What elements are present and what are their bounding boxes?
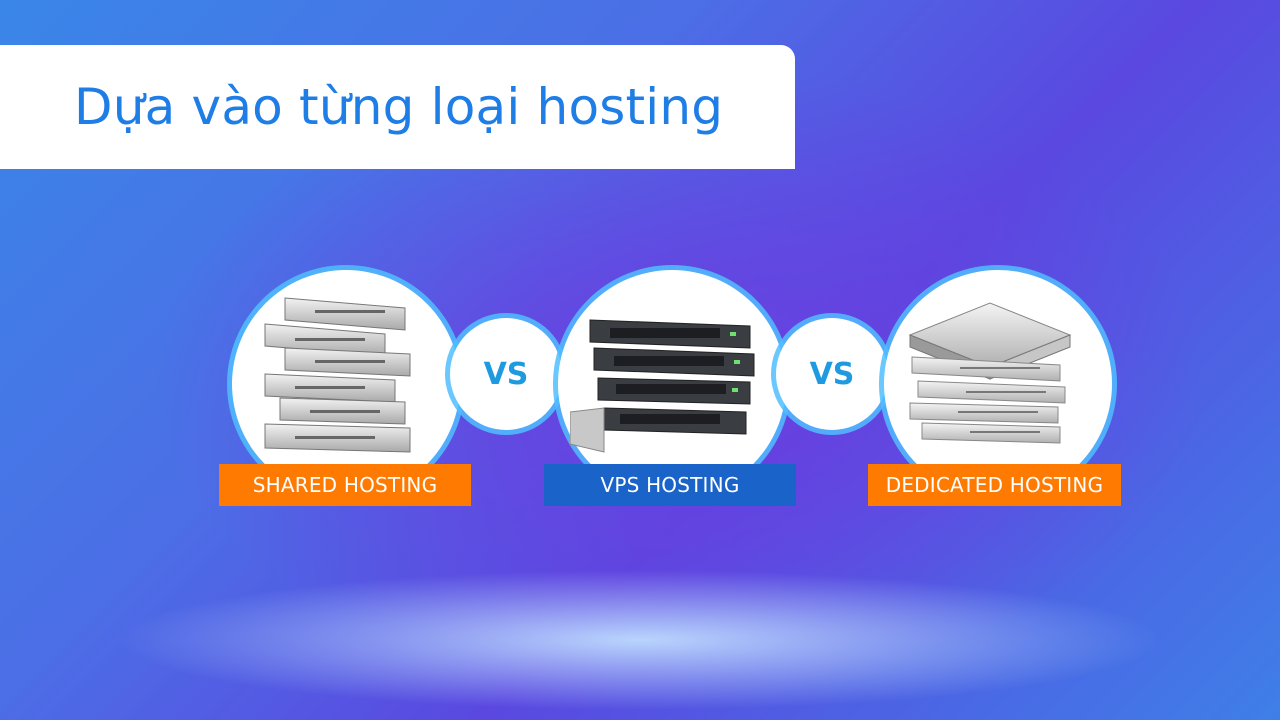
server-pile-icon [908,302,1072,444]
vps-hosting-label: VPS HOSTING [544,464,796,506]
vs-left-circle: VS [450,318,562,430]
title-card [0,45,795,169]
server-rack-icon [570,319,755,453]
server-stack-icon [264,297,411,453]
shared-hosting-label: SHARED HOSTING [219,464,471,506]
dedicated-hosting-label: DEDICATED HOSTING [868,464,1121,506]
vs-left-label: VS [483,356,529,392]
vs-right-circle: VS [776,318,888,430]
page-title: Dựa vào từng loại hosting [74,78,724,136]
vs-right-label: VS [809,356,855,392]
